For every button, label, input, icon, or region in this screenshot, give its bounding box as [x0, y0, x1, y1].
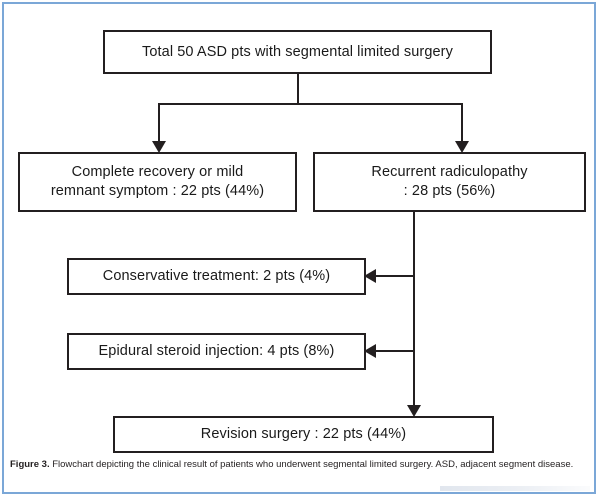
flow-node-epidural-steroid-injection-label: Epidural steroid injection: 4 pts (8%) [98, 343, 335, 360]
arrow-down-icon-to-complete-recovery [152, 141, 166, 153]
flow-node-total-label: Total 50 ASD pts with segmental limited … [142, 43, 453, 60]
flow-node-epidural-steroid-injection: Epidural steroid injection: 4 pts (8%) [67, 333, 366, 370]
figure-caption: Figure 3. Flowchart depicting the clinic… [10, 458, 588, 471]
figure-caption-text: Flowchart depicting the clinical result … [49, 459, 574, 470]
arrow-left-icon-to-conservative [364, 269, 376, 283]
flow-node-revision-surgery-label: Revision surgery : 22 pts (44%) [200, 426, 407, 443]
connector-total-stem [297, 74, 299, 105]
flow-node-complete-recovery: Complete recovery or mild remnant sympto… [18, 152, 297, 212]
connector-split-bar [158, 103, 463, 105]
connector-recurrent-spine [413, 212, 415, 408]
flowchart-canvas: Total 50 ASD pts with segmental limited … [4, 4, 594, 454]
flow-node-conservative-treatment-label: Conservative treatment: 2 pts (4%) [102, 268, 331, 285]
arrow-down-icon-to-recurrent [455, 141, 469, 153]
connector-branch-conservative [368, 275, 415, 277]
flow-node-revision-surgery: Revision surgery : 22 pts (44%) [113, 416, 494, 453]
arrow-down-icon-to-revision-surgery [407, 405, 421, 417]
connector-branch-epidural [368, 350, 415, 352]
flow-node-recurrent-radiculopathy-label: Recurrent radiculopathy : 28 pts (56%) [371, 164, 528, 199]
flow-node-recurrent-radiculopathy: Recurrent radiculopathy : 28 pts (56%) [313, 152, 586, 212]
arrow-left-icon-to-epidural [364, 344, 376, 358]
connector-drop-right [461, 103, 463, 142]
connector-drop-left [158, 103, 160, 142]
scan-artifact [440, 486, 590, 491]
figure-caption-label: Figure 3. [10, 459, 50, 470]
flow-node-complete-recovery-label: Complete recovery or mild remnant sympto… [50, 164, 265, 199]
flow-node-conservative-treatment: Conservative treatment: 2 pts (4%) [67, 258, 366, 295]
flow-node-total: Total 50 ASD pts with segmental limited … [103, 30, 492, 74]
